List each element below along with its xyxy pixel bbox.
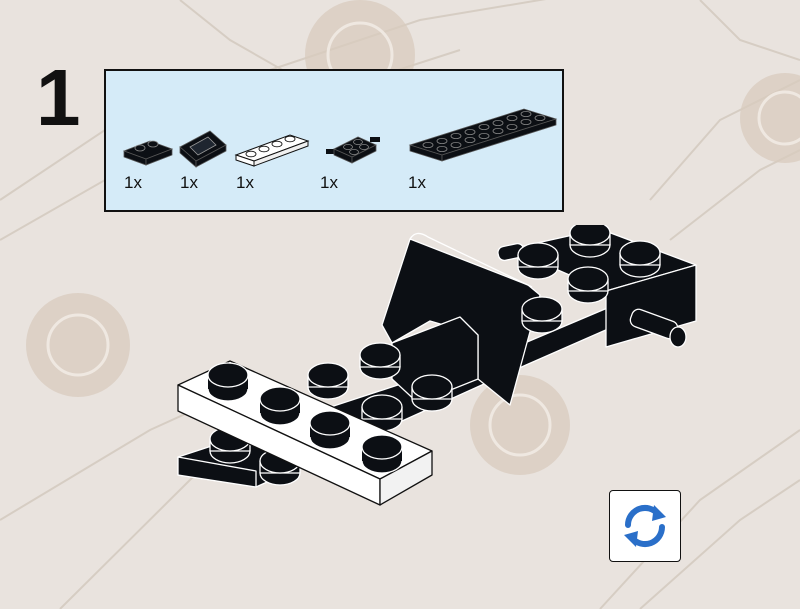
parts-list-box: 1x 1x 1x <box>104 69 564 212</box>
part-2-quantity: 1x <box>180 173 198 192</box>
part-white-1x4-plate-image <box>232 125 312 169</box>
part-1-quantity: 1x <box>124 173 142 192</box>
part-black-2x2-pin-plate-image <box>322 123 386 171</box>
part-black-1x2-plate-image <box>120 131 180 171</box>
rotate-arrows-icon <box>624 504 666 548</box>
step-number: 1 <box>36 53 81 142</box>
part-3-quantity: 1x <box>236 173 254 192</box>
part-5-quantity: 1x <box>408 173 426 192</box>
rotate-model-button[interactable] <box>609 490 681 562</box>
part-black-handle-image <box>176 123 232 173</box>
assembly-model-illustration <box>177 225 697 506</box>
part-4-quantity: 1x <box>320 173 338 192</box>
part-black-2x8-plate-image <box>404 101 564 167</box>
